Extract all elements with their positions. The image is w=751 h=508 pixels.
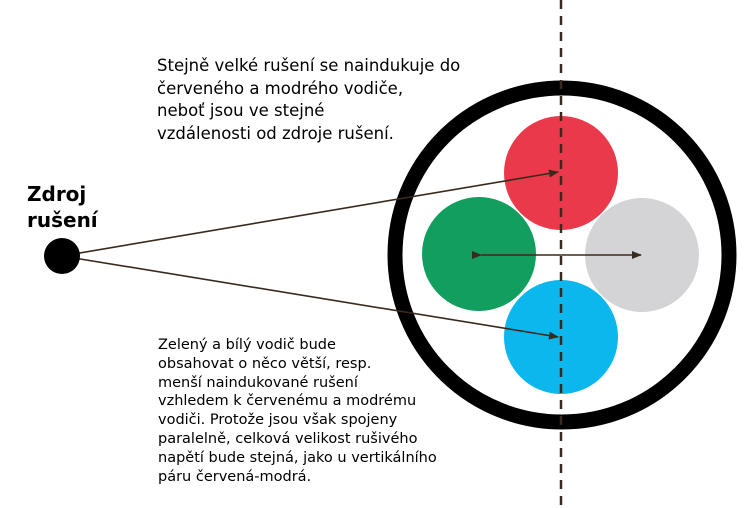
bottom-note: Zelený a bílý vodič bude obsahovat o něc… [158,336,437,486]
red-conductor [504,116,618,230]
source-label-line: Zdroj [27,182,87,206]
bottom-note-line: paralelně, celková velikost rušivého [158,430,418,447]
top-note-line: vzdálenosti od zdroje rušení. [157,123,394,143]
top-note-line: Stejně velké rušení se naindukuje do [157,56,461,75]
top-note: Stejně velké rušení se naindukuje do čer… [157,55,460,145]
top-note-line: neboť jsou ve stejné [157,101,325,120]
green-conductor [422,197,536,311]
ray-to-red [61,169,559,257]
bottom-note-line: obsahovat o něco větší, resp. [158,355,372,372]
white-conductor [585,198,699,312]
source-label-line: rušení [27,208,98,232]
bottom-note-line: Zelený a bílý vodič bude [158,337,336,353]
top-note-line: červeného a modrého vodiče, [157,78,404,98]
bottom-note-line: páru červená-modrá. [158,468,312,485]
bottom-note-line: vodiči. Protože jsou však spojeny [158,412,398,429]
bottom-note-line: vzhledem k červenému a modrému [158,393,417,410]
source-label: Zdroj rušení [27,181,98,233]
interference-source [44,238,80,274]
ray-to-blue [61,255,559,340]
bottom-note-line: menší naindukované rušení [158,374,358,391]
bottom-note-line: napětí bude stejná, jako u vertikálního [158,449,437,466]
